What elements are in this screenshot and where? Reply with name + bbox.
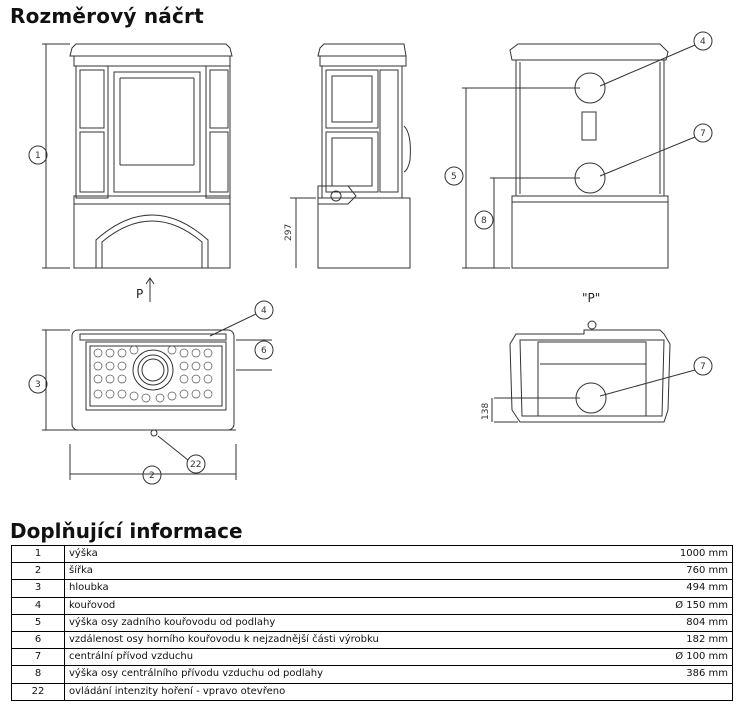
top-view	[42, 329, 272, 480]
spec-description: centrální přívod vzduchu	[64, 648, 634, 667]
spec-description: kouřovod	[64, 596, 634, 615]
svg-text:6: 6	[261, 346, 267, 356]
spec-number: 3	[11, 579, 65, 598]
spec-description: hloubka	[64, 579, 634, 598]
callout-1	[28, 145, 48, 165]
callout-6	[254, 340, 274, 360]
dimension-drawing: 1 3 2 4 6 22 4 7 5 8 7 P "P" 297 138	[28, 31, 713, 485]
spec-number: 22	[11, 682, 65, 701]
callout-3	[28, 374, 48, 394]
dim-297: 297	[284, 224, 294, 241]
spec-number: 2	[11, 562, 65, 581]
spec-value: 804 mm	[634, 613, 733, 632]
spec-number: 4	[11, 596, 65, 615]
spec-value: 760 mm	[634, 562, 733, 581]
spec-value: 182 mm	[634, 630, 733, 650]
spec-description: výška	[64, 544, 634, 564]
spec-number: 8	[11, 665, 65, 684]
front-view	[42, 43, 233, 269]
callout-4a	[693, 31, 713, 51]
spec-description: výška osy zadního kouřovodu od podlahy	[64, 613, 634, 632]
view-label-front: P	[136, 287, 143, 301]
callout-4b	[254, 300, 274, 320]
rear-view	[462, 43, 669, 269]
callout-2	[142, 465, 162, 485]
svg-text:5: 5	[451, 172, 457, 182]
svg-text:7: 7	[700, 129, 706, 139]
spec-number: 1	[11, 544, 65, 564]
spec-number: 6	[11, 630, 65, 650]
view-label-rear: "P"	[582, 291, 600, 305]
callout-8	[474, 210, 494, 230]
callout-22	[186, 454, 206, 474]
spec-value	[634, 682, 733, 701]
svg-text:4: 4	[700, 37, 706, 47]
spec-number: 7	[11, 648, 65, 667]
svg-text:7: 7	[700, 362, 706, 372]
page-title: Rozměrový náčrt	[10, 4, 204, 28]
spec-value: Ø 150 mm	[634, 596, 733, 615]
spec-value: Ø 100 mm	[634, 648, 733, 667]
callout-7b	[693, 356, 713, 376]
spec-description: výška osy centrálního přívodu vzduchu od…	[64, 665, 634, 684]
callout-7a	[693, 123, 713, 143]
svg-text:22: 22	[190, 460, 201, 470]
rear-top-view	[491, 320, 671, 423]
spec-value: 386 mm	[634, 665, 733, 684]
callout-label-1: 1	[35, 151, 41, 161]
view-arrow	[145, 277, 155, 302]
spec-value: 1000 mm	[634, 544, 733, 564]
spec-description: vzdálenost osy horního kouřovodu k nejza…	[64, 630, 634, 650]
svg-text:4: 4	[261, 306, 267, 316]
spec-description: šířka	[64, 562, 634, 581]
dim-138: 138	[481, 403, 491, 420]
svg-text:3: 3	[35, 380, 41, 390]
spec-value: 494 mm	[634, 579, 733, 598]
svg-text:8: 8	[481, 216, 487, 226]
info-title: Doplňující informace	[10, 519, 243, 543]
callout-5	[444, 166, 464, 186]
spec-number: 5	[11, 613, 65, 632]
spec-description: ovládání intenzity hoření - vpravo otevř…	[64, 682, 634, 701]
side-view	[290, 43, 411, 269]
svg-text:2: 2	[149, 471, 155, 481]
